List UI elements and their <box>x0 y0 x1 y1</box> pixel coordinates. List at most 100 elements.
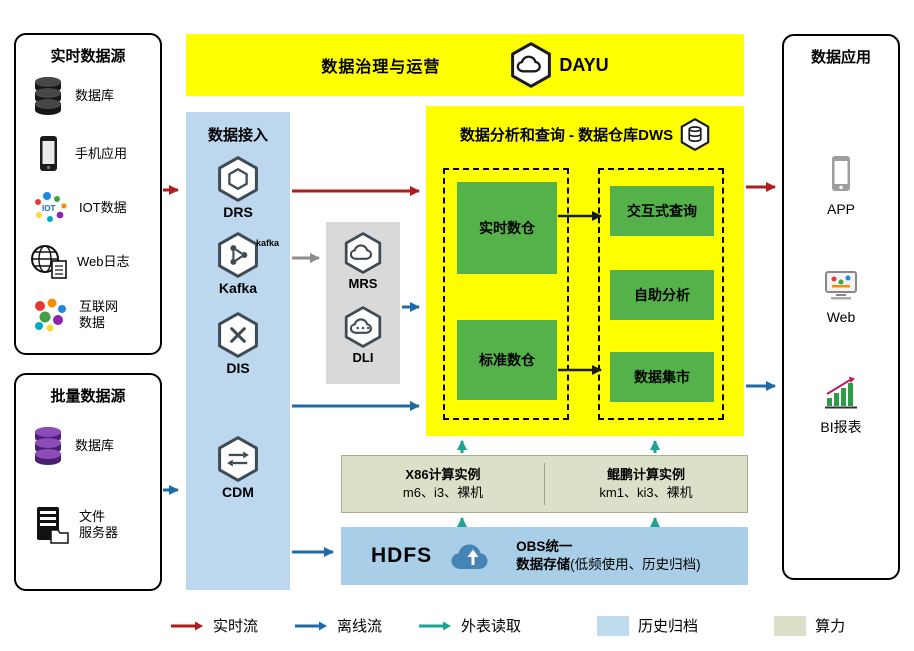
dayu-label: DAYU <box>559 54 609 75</box>
source-label: 互联网 数据 <box>79 298 119 330</box>
applications-title: 数据应用 <box>810 49 871 66</box>
service-cdm: CDM <box>186 436 290 500</box>
warehouse-standard: 标准数仓 <box>457 320 557 400</box>
legend-label: 算力 <box>815 618 846 635</box>
source-label: 文件 服务器 <box>79 508 119 540</box>
ingestion-panel: 数据接入 DRS kafka Kafka <box>186 112 290 590</box>
dayu-brand: DAYU <box>510 42 609 88</box>
teal-arrow-icon <box>419 621 452 630</box>
batch-sources-panel: 批量数据源 数据库 文件 服务器 <box>14 373 162 591</box>
kunpeng-instances: 鲲鹏计算实例 km1、ki3、裸机 <box>545 456 747 512</box>
service-label: CDM <box>222 484 254 500</box>
analytics-data-mart: 数据集市 <box>610 352 714 402</box>
x86-detail: m6、i3、裸机 <box>402 485 484 500</box>
analytics-group: 交互式查询 自助分析 数据集市 <box>598 168 724 420</box>
service-label: MRS <box>348 276 378 291</box>
archive-swatch <box>597 615 630 636</box>
source-item-mobile: 手机应用 <box>30 134 127 174</box>
hdfs-label: HDFS <box>371 544 433 567</box>
compute-swatch <box>774 615 807 636</box>
legend-compute: 算力 <box>774 615 845 636</box>
database-purple-icon <box>35 427 61 465</box>
kafka-logo-text: kafka <box>256 238 280 248</box>
dws-title-row: 数据分析和查询 - 数据仓库DWS <box>426 106 744 151</box>
app-label: APP <box>826 201 855 217</box>
internet-data-icon <box>35 298 66 332</box>
service-label: Kafka <box>218 280 258 296</box>
app-item-bi: BI报表 <box>784 374 898 437</box>
lake-services-panel: MRS DLI <box>326 222 400 384</box>
service-dli: DLI <box>326 306 400 365</box>
legend-label: 外表读取 <box>461 618 522 635</box>
compute-instances-bar: X86计算实例 m6、i3、裸机 鲲鹏计算实例 km1、ki3、裸机 <box>341 455 748 513</box>
kunpeng-detail: km1、ki3、裸机 <box>599 485 693 500</box>
governance-bar: 数据治理与运营 DAYU <box>186 34 744 96</box>
obs-text: OBS统一 数据存储(低频使用、历史归档) <box>516 538 701 574</box>
obs-cloud-icon <box>451 544 488 569</box>
service-label: DRS <box>223 204 253 220</box>
storage-bar: HDFS OBS统一 数据存储(低频使用、历史归档) <box>341 527 748 585</box>
analytics-self-service: 自助分析 <box>610 270 714 320</box>
dli-icon <box>344 306 382 348</box>
legend-offline: 离线流 <box>294 615 382 636</box>
dayu-icon <box>511 42 552 88</box>
instances-divider <box>544 463 545 505</box>
app-label: BI报表 <box>820 419 862 435</box>
source-item-database-batch: 数据库 <box>30 425 114 467</box>
cdm-icon <box>218 436 258 482</box>
source-item-fileserver: 文件 服务器 <box>30 505 118 545</box>
obs-note: (低频使用、历史归档) <box>570 557 701 572</box>
obs-line2: 数据存储 <box>516 557 571 572</box>
source-item-weblog: Web日志 <box>30 244 130 280</box>
service-mrs: MRS <box>326 232 400 291</box>
kunpeng-title: 鲲鹏计算实例 <box>606 467 685 483</box>
service-kafka: kafka Kafka <box>186 232 290 296</box>
mrs-icon <box>344 232 382 274</box>
dis-icon <box>218 312 258 358</box>
iot-icon: IOT <box>35 192 67 222</box>
file-server-icon <box>37 507 69 544</box>
obs-line1: OBS统一 <box>516 538 573 554</box>
source-item-iot: IOT IOT数据 <box>30 190 127 226</box>
legend-realtime: 实时流 <box>170 615 258 636</box>
service-drs: DRS <box>186 156 290 220</box>
dws-icon <box>680 118 710 151</box>
web-log-icon <box>31 245 67 279</box>
legend-label: 历史归档 <box>638 618 699 635</box>
legend-external: 外表读取 <box>418 615 521 636</box>
legend: 实时流 离线流 外表读取 历史归档 算力 <box>170 615 845 636</box>
realtime-sources-title: 实时数据源 <box>50 48 126 65</box>
blue-arrow-icon <box>295 621 328 630</box>
realtime-sources-panel: 实时数据源 数据库 手机应用 IOT IOT数据 <box>14 33 162 355</box>
red-arrow-icon <box>171 621 203 630</box>
svg-text:IOT: IOT <box>42 204 55 213</box>
dws-panel: 数据分析和查询 - 数据仓库DWS 实时数仓 标准数仓 交互式查询 自助分析 数… <box>426 106 744 436</box>
mobile-icon <box>40 136 57 171</box>
source-item-internet: 互联网 数据 <box>30 296 118 334</box>
source-item-database: 数据库 <box>30 75 114 117</box>
app-icon <box>832 156 850 191</box>
kafka-icon <box>218 232 258 278</box>
bi-report-icon <box>825 376 857 409</box>
source-label: IOT数据 <box>79 199 127 215</box>
warehouse-realtime: 实时数仓 <box>457 182 557 274</box>
analytics-interactive-query: 交互式查询 <box>610 186 714 236</box>
source-label: Web日志 <box>77 253 130 269</box>
x86-instances: X86计算实例 m6、i3、裸机 <box>342 456 544 512</box>
applications-panel: 数据应用 APP Web BI报表 <box>782 34 900 580</box>
x86-title: X86计算实例 <box>405 467 481 483</box>
batch-sources-title: 批量数据源 <box>50 388 126 405</box>
app-item-web: Web <box>784 268 898 325</box>
dws-title: 数据分析和查询 - 数据仓库DWS <box>459 127 674 144</box>
web-browser-icon <box>825 271 857 300</box>
ingestion-title: 数据接入 <box>207 127 268 144</box>
service-dis: DIS <box>186 312 290 376</box>
app-label: Web <box>826 309 856 325</box>
governance-title: 数据治理与运营 <box>321 59 441 76</box>
service-label: DIS <box>226 360 250 376</box>
source-label: 手机应用 <box>75 145 128 161</box>
legend-archive: 历史归档 <box>597 615 698 636</box>
legend-label: 实时流 <box>213 618 259 635</box>
legend-label: 离线流 <box>337 618 383 635</box>
